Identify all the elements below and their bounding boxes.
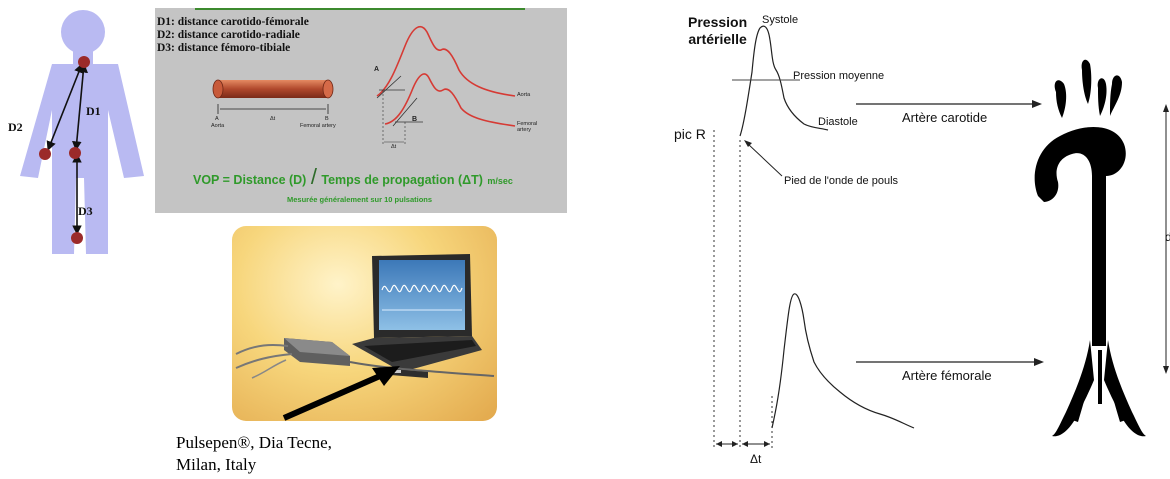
label-carotid: Artère carotide: [902, 110, 988, 125]
tibial-dot: [71, 232, 83, 244]
pointer-arrow: [282, 366, 400, 421]
pwv-formula: VOP = Distance (D) / Temps de propagatio…: [193, 164, 513, 190]
label-d1: D1: [86, 104, 101, 118]
caption-line-2: Milan, Italy: [176, 455, 257, 474]
label-diastole: Diastole: [818, 116, 858, 128]
tube-label-aorta: Aorta: [211, 123, 225, 129]
formula-rest: Temps de propagation (ΔT): [321, 173, 483, 187]
aorta-silhouette: [1034, 59, 1146, 437]
wave-label-aorta: Aorta: [517, 92, 531, 98]
artery-tube: [212, 79, 334, 114]
label-mean-pressure: Pression moyenne: [793, 70, 885, 82]
radial-dot: [39, 148, 51, 160]
laptop-screen: [379, 260, 465, 330]
definition-d3: D3: distance fémoro-tibiale: [157, 42, 291, 54]
pwv-note: Mesurée généralement sur 10 pulsations: [287, 195, 433, 204]
wave-label-dt: Δt: [391, 144, 397, 150]
waveform-drawing: [713, 25, 1169, 448]
formula-slash: /: [310, 164, 317, 189]
carotid-wave: [739, 25, 829, 137]
waveform-diagram: Pression artérielle Systole Pression moy…: [660, 0, 1170, 479]
tube-label-dt: Δt: [270, 116, 276, 122]
formula-main: VOP = Distance (D): [193, 173, 307, 187]
device-photo: [232, 226, 497, 421]
wave-label-a: A: [374, 66, 380, 73]
formula-unit: m/sec: [487, 176, 513, 186]
label-systole: Systole: [762, 14, 799, 26]
pwv-panel: D1: distance carotido-fémorale D2: dista…: [155, 8, 567, 213]
carotid-dot: [78, 56, 90, 68]
label-pulse-foot: Pied de l'onde de pouls: [784, 175, 899, 187]
femoral-wave: [771, 293, 915, 429]
definitions-list: D1: distance carotido-fémorale D2: dista…: [157, 16, 309, 55]
body-diagram: D1 D2 D3: [0, 0, 150, 260]
wave-label-femoral: Femoral artery: [517, 121, 538, 133]
definition-d2: D2: distance carotido-radiale: [157, 29, 300, 41]
tube-label-femoral: Femoral artery: [300, 123, 336, 129]
pressure-title-line-1: Pression: [688, 14, 748, 30]
femoral-dot: [69, 147, 81, 159]
pressure-title-line-2: artérielle: [688, 31, 747, 47]
device-caption: Pulsepen®, Dia Tecne, Milan, Italy: [176, 432, 332, 476]
wave-label-b: B: [412, 116, 418, 123]
definition-d1: D1: distance carotido-fémorale: [157, 16, 309, 28]
caption-line-1: Pulsepen®, Dia Tecne,: [176, 433, 332, 452]
body-silhouette: [20, 10, 144, 254]
label-delta-t: Δt: [750, 452, 762, 466]
panel-top-line: [195, 8, 525, 10]
label-d3: D3: [78, 204, 93, 218]
label-femoral: Artère fémorale: [902, 368, 992, 383]
device-scene: [235, 254, 495, 379]
label-pic-r: pic R: [674, 126, 706, 142]
tube-label-a: A: [215, 116, 219, 122]
label-d2: D2: [8, 120, 23, 134]
tube-label-b: B: [325, 116, 329, 122]
pressure-title: Pression artérielle: [688, 14, 747, 48]
label-distance-d: d: [1165, 230, 1170, 244]
pulse-waves: [376, 25, 516, 144]
